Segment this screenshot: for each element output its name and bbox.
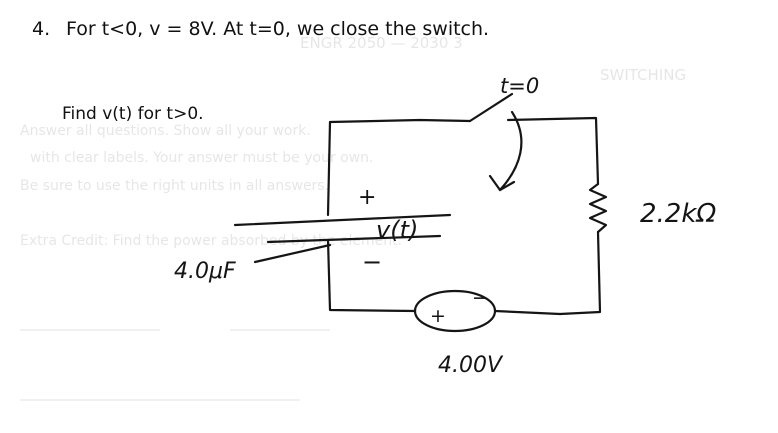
switch-arrow-head [488,174,516,192]
resistor-zigzag [588,182,608,234]
switch-arrow [498,110,523,192]
source-plus-sign: + [430,305,446,327]
bleed-text: Extra Credit: Find the power absorbed by… [20,233,402,249]
bleed-text: with clear labels. Your answer must be y… [30,150,374,166]
bleed-text: ENGR 2050 — 2030 3 [300,34,463,52]
voltage-label: v(t) [376,216,418,244]
capacitor-minus-sign: − [362,248,382,276]
problem-number: 4. [32,18,51,40]
source-right-wire [493,309,562,316]
bleed-text: Answer all questions. Show all your work… [20,123,311,139]
bottom-wire [326,238,417,313]
problem-text: For t<0, v = 8V. At t=0, we close the sw… [66,18,490,40]
bleed-text: Be sure to use the right units in all an… [20,178,329,194]
capacitor-plus-sign: + [358,185,376,210]
switch-blade [468,92,514,123]
top-wire [326,118,472,217]
capacitor-bottom-plate [266,234,442,244]
capacitor-top-plate [233,213,452,227]
top-right-wire [506,116,600,186]
resistor-label: 2.2kΩ [640,199,716,229]
bleed-text: SWITCHING [600,66,686,84]
right-wire [558,230,602,316]
bleed-line [20,329,330,401]
source-minus-sign: − [472,287,488,309]
switch-time-label: t=0 [500,74,539,98]
source-value-label: 4.00V [438,353,504,378]
question-text: Find v(t) for t>0. [62,104,204,124]
problem-statement: 4. For t<0, v = 8V. At t=0, we close the … [32,18,489,40]
capacitor-leader [253,243,332,264]
capacitor-label: 4.0μF [174,259,236,284]
